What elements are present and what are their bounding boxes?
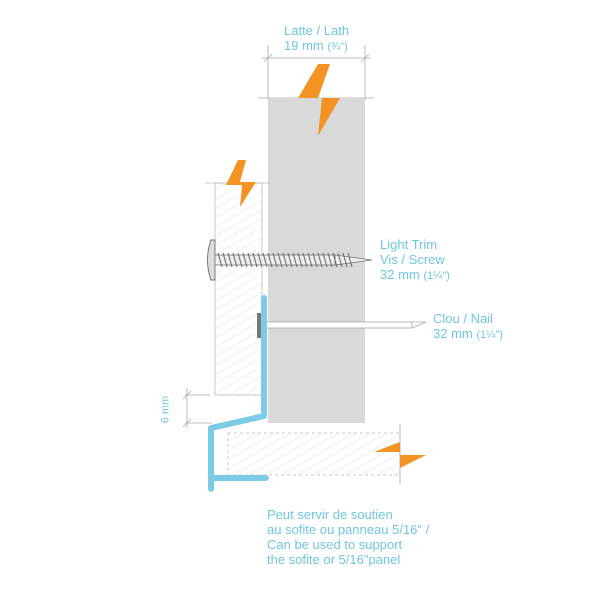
gap-dimension-lines [182, 388, 212, 428]
lath-label: Latte / Lath 19 mm (¾") [284, 23, 349, 55]
nail-name: Clou / Nail [433, 311, 493, 326]
screw-label: Light Trim Vis / Screw 32 mm (1¼") [380, 237, 450, 284]
light-trim-profile [208, 295, 269, 492]
note-line: au sofite ou panneau 5/16" / [267, 522, 430, 537]
lath-size-imperial: (¾") [327, 41, 348, 53]
screw-size-imperial: (1¼") [423, 270, 450, 282]
support-note: Peut servir de soutien au sofite ou pann… [267, 507, 429, 567]
lightning-icon [374, 442, 426, 468]
nail-label: Clou / Nail 32 mm (1¼") [433, 311, 503, 343]
gap-dimension-label: 6 mm [159, 395, 172, 424]
note-line: Peut servir de soutien [267, 507, 393, 522]
note-line: Can be used to support [267, 537, 403, 552]
lightning-icon [226, 160, 256, 207]
nail-size: 32 mm [433, 326, 473, 341]
note-line: the sofite or 5/16"panel [267, 552, 401, 567]
screw-size: 32 mm [380, 267, 420, 282]
screw-brand: Light Trim [380, 237, 438, 252]
lightning-icon [298, 64, 340, 136]
lath-title: Latte / Lath [284, 23, 350, 38]
screw [207, 239, 373, 281]
soffit-panel [227, 424, 401, 484]
wood-strip [205, 182, 270, 396]
nail-size-imperial: (1¼") [476, 329, 503, 341]
screw-name: Vis / Screw [380, 252, 445, 267]
lath-size: 19 mm [284, 38, 324, 53]
